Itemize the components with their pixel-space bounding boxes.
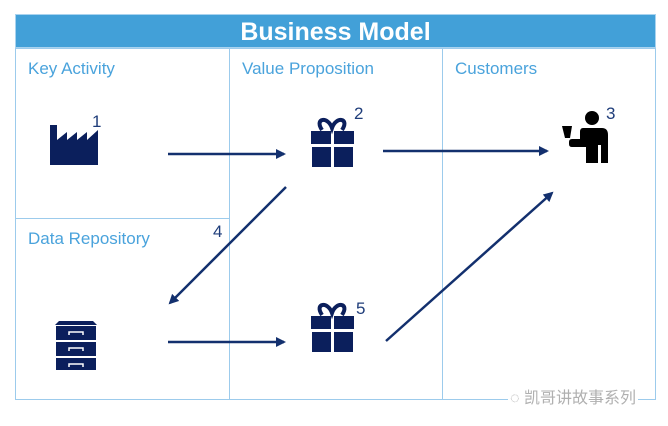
wechat-icon: ◌	[510, 390, 520, 407]
arrow-value-proposition-to-data-repository	[168, 186, 287, 305]
customers-label: Customers	[455, 59, 538, 78]
factory-icon	[50, 125, 98, 165]
data-repository-label: Data Repository	[28, 229, 150, 248]
step-number-3: 3	[606, 104, 616, 123]
arrow-value-proposition-to-customers-2	[385, 191, 554, 342]
filing-cabinet-icon	[55, 321, 97, 370]
value-proposition-label: Value Proposition	[242, 59, 374, 78]
watermark-text: 凯哥讲故事系列	[523, 390, 636, 407]
step-number-2: 2	[354, 104, 364, 123]
gift-icon	[311, 118, 354, 167]
gift-icon-2	[311, 303, 354, 352]
watermark: ◌ 凯哥讲故事系列	[508, 384, 638, 408]
step-number-5: 5	[356, 299, 366, 318]
business-model-diagram: Business Model Key Activity Data Reposit…	[15, 14, 656, 400]
key-activity-label: Key Activity	[28, 59, 115, 78]
step-number-4: 4	[213, 222, 223, 241]
diagram-title: Business Model	[15, 14, 656, 48]
customer-icon	[562, 111, 608, 163]
step-number-1: 1	[92, 112, 102, 131]
